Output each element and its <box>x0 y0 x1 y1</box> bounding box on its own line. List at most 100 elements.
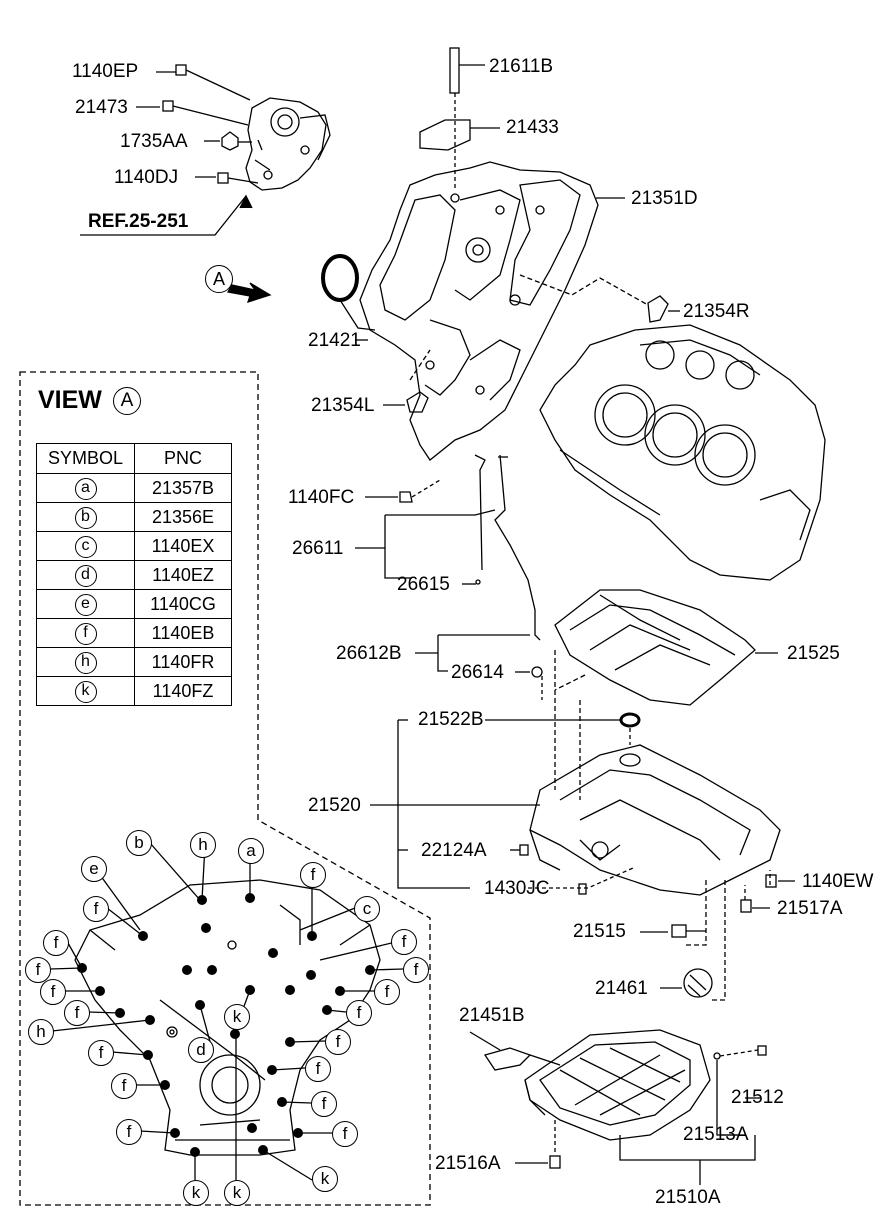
label-21451B: 21451B <box>459 1005 525 1026</box>
callout-bubble: c <box>354 896 380 922</box>
pnc-cell: 1140CG <box>134 589 232 619</box>
table-row: h 1140FR <box>36 647 232 677</box>
label-21515: 21515 <box>573 921 626 942</box>
callout-bubble: b <box>126 830 152 856</box>
view-a-frame <box>19 371 431 1206</box>
callout-bubble: f <box>111 1073 137 1099</box>
view-a-bolt-dots <box>77 893 375 1157</box>
callout-bubble: f <box>64 1000 90 1026</box>
label-21516A: 21516A <box>435 1153 501 1174</box>
callout-bubble: f <box>40 979 66 1005</box>
symbol-circle: b <box>74 507 97 529</box>
symbol-circle: a <box>74 478 97 500</box>
label-22124A: 22124A <box>421 840 487 861</box>
callout-bubble: k <box>224 1180 250 1206</box>
symbol-circle: h <box>74 652 97 674</box>
symbol-circle: k <box>74 681 97 703</box>
header-pnc: PNC <box>134 443 232 474</box>
table-row: c 1140EX <box>36 531 232 561</box>
label-26612B: 26612B <box>336 643 402 664</box>
symbol-circle: c <box>74 536 97 558</box>
stud-21611B <box>449 47 460 94</box>
table-header-row: SYMBOL PNC <box>36 443 232 474</box>
label-21461: 21461 <box>595 978 648 999</box>
label-21433: 21433 <box>506 117 559 138</box>
label-21354R: 21354R <box>683 301 750 322</box>
label-21510A: 21510A <box>655 1187 721 1208</box>
label-ref-25-251: REF.25-251 <box>88 211 189 232</box>
label-1140EW: 1140EW <box>802 871 874 892</box>
callout-bubble: k <box>312 1166 338 1192</box>
callout-bubble: e <box>81 856 107 882</box>
lower-oil-pan-drawing <box>524 1029 711 1141</box>
callout-bubble: h <box>28 1019 54 1045</box>
label-26615: 26615 <box>397 574 450 595</box>
callout-bubble: f <box>83 896 109 922</box>
view-title: VIEW <box>38 386 102 414</box>
callout-bubble: h <box>190 832 216 858</box>
label-1430JC: 1430JC <box>484 878 550 899</box>
pnc-cell: 21357B <box>134 473 232 503</box>
header-symbol: SYMBOL <box>36 443 135 474</box>
cylinder-block-drawing <box>539 324 826 581</box>
pnc-cell: 1140FZ <box>134 676 232 706</box>
view-title-marker: A <box>113 387 141 415</box>
callout-bubble: f <box>391 929 417 955</box>
label-1140DJ: 1140DJ <box>114 167 179 188</box>
pnc-cell: 1140EB <box>134 618 232 648</box>
callout-bubble: f <box>300 862 326 888</box>
timing-cover-drawing <box>359 161 599 461</box>
label-21512: 21512 <box>731 1087 784 1108</box>
bolt-1140EP <box>175 64 187 76</box>
callout-bubble: f <box>305 1056 331 1082</box>
label-21517A: 21517A <box>777 898 843 919</box>
label-21473: 21473 <box>75 97 128 118</box>
label-21354L: 21354L <box>311 395 375 416</box>
plate-21433 <box>419 119 471 151</box>
callout-bubble: f <box>332 1121 358 1147</box>
callout-bubble: f <box>311 1091 337 1117</box>
callout-bubble: a <box>238 838 264 864</box>
table-row: f 1140EB <box>36 618 232 648</box>
label-1140FC: 1140FC <box>288 487 355 508</box>
table-row: e 1140CG <box>36 589 232 619</box>
callout-bubble: k <box>183 1180 209 1206</box>
callout-bubble: f <box>346 1000 372 1026</box>
label-26611: 26611 <box>292 538 344 559</box>
callout-bubble: d <box>188 1037 214 1063</box>
baffle-21525-drawing <box>554 589 756 706</box>
dipstick-26615 <box>474 454 486 571</box>
label-21611B: 21611B <box>489 56 554 77</box>
callout-bubble: f <box>116 1119 142 1145</box>
callout-bubble: k <box>224 1004 250 1030</box>
callout-bubble: f <box>403 957 429 983</box>
table-row: b 21356E <box>36 502 232 532</box>
symbol-table: SYMBOL PNC a 21357B b 21356E c 1140EX d 1140… <box>36 443 232 706</box>
table-row: d 1140EZ <box>36 560 232 590</box>
symbol-circle: f <box>74 623 97 645</box>
label-1735AA: 1735AA <box>120 131 188 152</box>
upper-oil-pan-drawing <box>529 744 781 896</box>
label-21522B: 21522B <box>418 709 484 730</box>
table-row: k 1140FZ <box>36 676 232 706</box>
label-21351D: 21351D <box>631 188 698 209</box>
label-1140EP: 1140EP <box>72 61 139 82</box>
label-21520: 21520 <box>308 795 361 816</box>
label-26614: 26614 <box>451 662 504 683</box>
callout-bubble: f <box>374 979 400 1005</box>
symbol-circle: d <box>74 565 97 587</box>
label-21525: 21525 <box>787 643 840 664</box>
label-21421: 21421 <box>308 330 361 351</box>
symbol-circle: e <box>74 594 97 616</box>
callout-bubble: f <box>43 930 69 956</box>
label-21513A: 21513A <box>683 1124 749 1145</box>
view-a-marker: A <box>205 265 233 293</box>
pnc-cell: 1140EX <box>134 531 232 561</box>
pnc-cell: 21356E <box>134 502 232 532</box>
pnc-cell: 1140FR <box>134 647 232 677</box>
callout-bubble: f <box>88 1040 114 1066</box>
table-row: a 21357B <box>36 473 232 503</box>
pnc-cell: 1140EZ <box>134 560 232 590</box>
callout-bubble: f <box>25 957 51 983</box>
